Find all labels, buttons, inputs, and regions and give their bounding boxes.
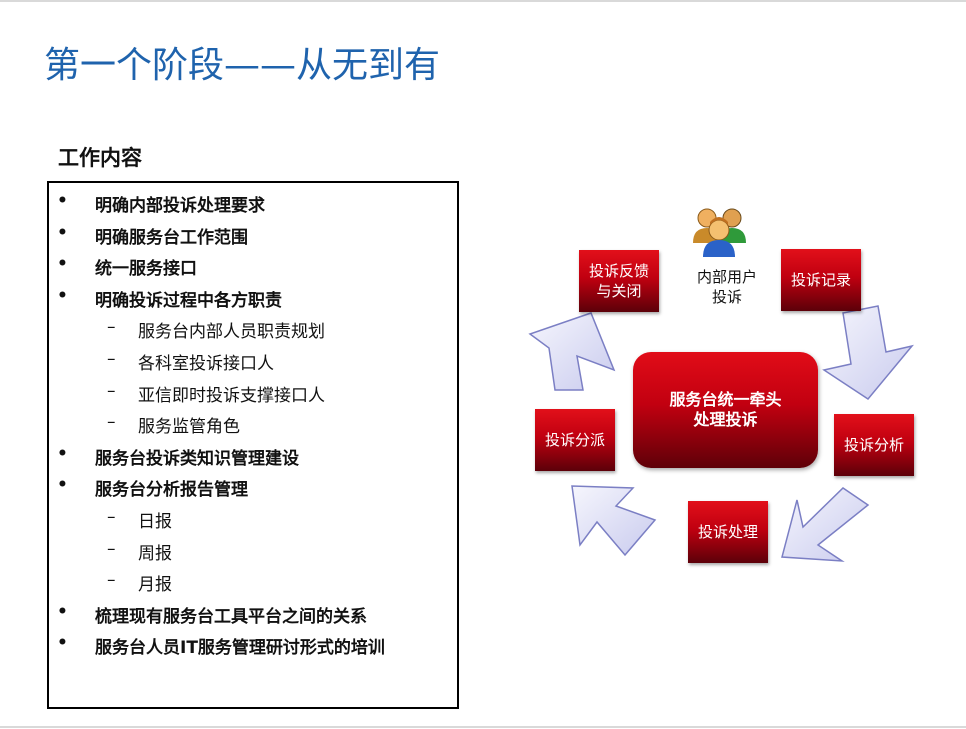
bullet-marker: • [57, 285, 68, 306]
internal-user-label: 内部用户 投诉 [686, 267, 768, 307]
dash-marker: – [107, 507, 116, 527]
bullet-marker: • [57, 633, 68, 654]
step-feedback-line2: 与关闭 [596, 282, 642, 300]
dash-marker: – [107, 570, 116, 591]
list-item-text: 明确投诉过程中各方职责 [95, 290, 282, 311]
user-label-line1: 内部用户 [696, 268, 757, 286]
bullet-marker: • [57, 254, 68, 275]
list-item-text: 明确服务台工作范围 [95, 227, 248, 248]
list-item-text: 梳理现有服务台工具平台之间的关系 [95, 606, 367, 627]
dash-marker: – [107, 349, 116, 369]
step-record-label: 投诉记录 [790, 271, 851, 289]
list-item-text: 亚信即时投诉支撑接口人 [138, 385, 325, 406]
arrow-record-to-analysis [822, 305, 914, 400]
bullet-marker: • [57, 222, 68, 243]
user-label-line2: 投诉 [711, 288, 742, 306]
bullet-marker: • [57, 191, 68, 211]
dash-marker: – [107, 380, 116, 401]
step-handle: 投诉处理 [688, 501, 768, 563]
bullet-marker: • [57, 475, 68, 496]
list-item-text: 各科室投诉接口人 [138, 354, 274, 374]
page-title: 第一个阶段——从无到有 [44, 45, 441, 86]
arrow-dispatch-to-feedback [528, 312, 616, 391]
bottom-divider [0, 726, 966, 728]
list-item-text: 服务台投诉类知识管理建设 [95, 448, 299, 469]
top-divider [0, 0, 966, 2]
section-heading: 工作内容 [58, 146, 142, 170]
center-line1: 服务台统一牵头 [669, 390, 782, 409]
center-service-desk-box: 服务台统一牵头 处理投诉 [633, 352, 818, 468]
step-handle-label: 投诉处理 [697, 523, 758, 541]
users-group-icon [693, 208, 746, 257]
arrow-handle-to-dispatch [571, 485, 657, 557]
list-item-text: 服务监管角色 [138, 417, 240, 438]
step-feedback-line1: 投诉反馈 [588, 262, 649, 280]
dash-marker: – [107, 317, 116, 338]
list-item-text: 服务台分析报告管理 [95, 480, 248, 501]
step-record: 投诉记录 [781, 249, 861, 311]
dash-marker: – [107, 538, 116, 559]
list-item-text: 月报 [138, 575, 172, 596]
step-analysis-label: 投诉分析 [843, 436, 904, 454]
list-item-text: 明确内部投诉处理要求 [95, 196, 265, 216]
bullet-marker: • [57, 601, 68, 622]
list-item-text: 日报 [138, 512, 172, 532]
step-dispatch-label: 投诉分派 [544, 431, 605, 449]
dash-marker: – [107, 412, 116, 433]
bullet-marker: • [57, 443, 68, 464]
step-analysis: 投诉分析 [834, 414, 914, 476]
center-line2: 处理投诉 [693, 410, 758, 429]
list-item-text: 周报 [138, 543, 172, 564]
step-feedback-close: 投诉反馈 与关闭 [579, 250, 659, 312]
step-dispatch: 投诉分派 [535, 409, 615, 471]
list-item-text: 统一服务接口 [95, 259, 197, 280]
arrow-analysis-to-handle [781, 487, 870, 562]
list-item-text: 服务台内部人员职责规划 [138, 322, 325, 343]
list-item-text: 服务台人员IT服务管理研讨形式的培训 [95, 638, 385, 659]
work-content-box: • 明确内部投诉处理要求 • 明确服务台工作范围 • 统一服务接口 • 明确投诉过程中各方职责… [47, 181, 459, 709]
